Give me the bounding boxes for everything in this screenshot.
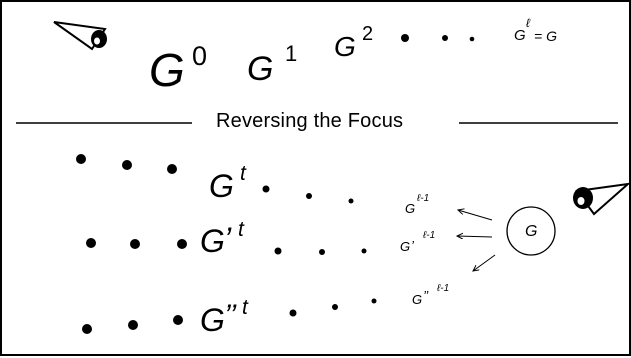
row-3-base: G (200, 302, 225, 338)
gl-base: G (514, 27, 526, 44)
source-node-label: G (525, 223, 538, 240)
row-3-exponent: t (242, 296, 248, 319)
g0-exponent: 0 (192, 41, 208, 71)
target-2-base: G (400, 239, 411, 254)
row-2-trailing-dots (274, 247, 367, 255)
row-1-exponent: t (240, 162, 246, 185)
source-node-circle (506, 206, 556, 256)
row-1-leading-dots (76, 154, 177, 174)
g1-base: G (247, 50, 274, 88)
target-3-base: G (412, 292, 423, 307)
g0-base: G (149, 44, 185, 96)
top-ellipsis (401, 34, 475, 42)
target-2-exponent: ℓ-1 (423, 230, 436, 241)
row-2-exponent: t (238, 218, 244, 241)
gl-suffix: = G (534, 28, 557, 44)
divider-title: Reversing the Focus (216, 110, 404, 132)
g2-base: G (334, 31, 356, 62)
arrow-to-target-1 (458, 210, 493, 221)
target-2-prime: ’ (411, 238, 414, 253)
target-3-exponent: ℓ-1 (437, 283, 450, 294)
row-3-leading-dots (82, 315, 183, 334)
g1-exponent: 1 (285, 41, 298, 66)
target-3-prime: ’’ (423, 288, 429, 303)
gl-exponent: ℓ (526, 16, 530, 30)
g2-exponent: 2 (362, 23, 374, 45)
target-1-exponent: ℓ-1 (417, 193, 430, 204)
row-1-base: G (209, 168, 234, 204)
row-2-base: G (200, 223, 225, 259)
eye-icon (53, 21, 107, 51)
row-3-trailing-dots (289, 298, 377, 317)
row-2-prime: ’ (224, 221, 232, 257)
row-3-prime: ’’ (224, 299, 237, 332)
eye-icon-reversed (573, 182, 631, 216)
arrow-to-target-2 (457, 236, 493, 237)
target-1-base: G (405, 201, 416, 216)
row-1-trailing-dots (262, 185, 354, 204)
arrow-to-target-3 (473, 254, 496, 271)
row-2-leading-dots (86, 238, 187, 249)
